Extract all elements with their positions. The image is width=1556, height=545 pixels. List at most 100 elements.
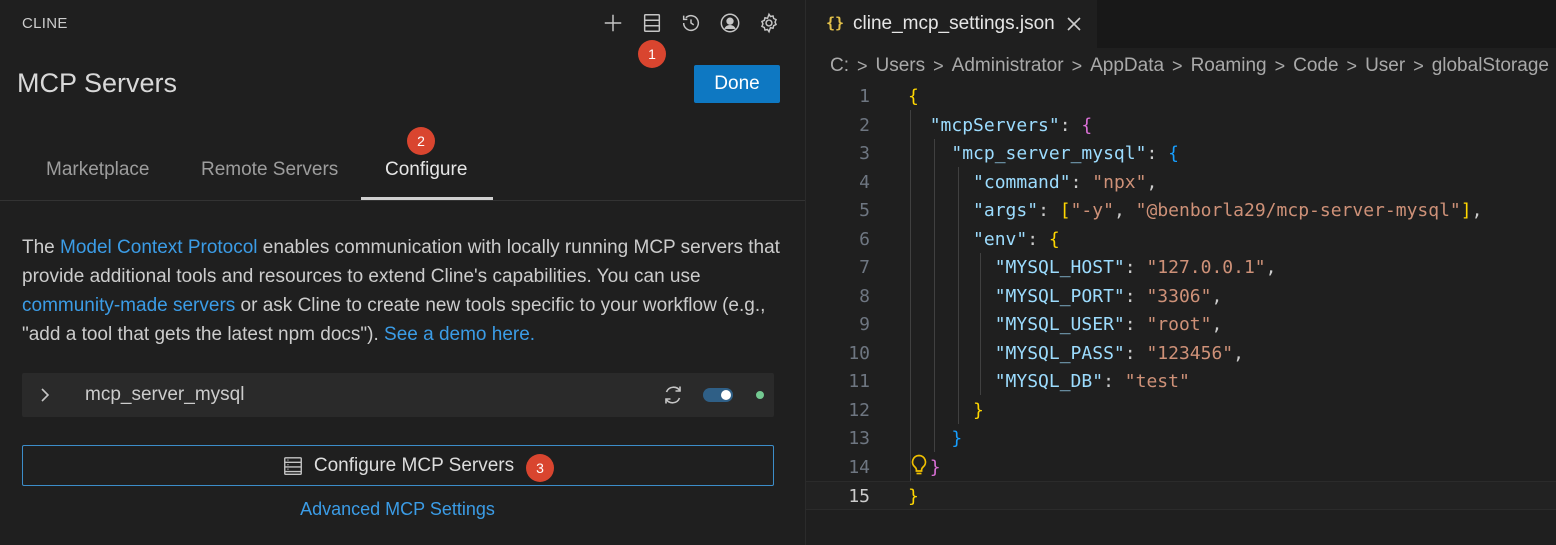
breadcrumb-item[interactable]: Administrator — [951, 55, 1064, 76]
code-line: 12 } — [806, 396, 1556, 425]
code-text: "mcpServers": { — [929, 114, 1093, 136]
server-icon[interactable] — [637, 10, 667, 36]
description-text: or ask Cline to create new tools specifi… — [22, 295, 766, 345]
tab-divider — [0, 200, 805, 201]
gear-icon[interactable] — [754, 10, 784, 36]
advanced-mcp-settings-link[interactable]: Advanced MCP Settings — [300, 499, 495, 519]
line-number: 14 — [848, 456, 870, 478]
code-text: "MYSQL_PASS": "123456", — [994, 342, 1244, 364]
refresh-icon[interactable] — [661, 383, 685, 407]
code-line: 1 { — [806, 82, 1556, 111]
code-text: "env": { — [973, 228, 1060, 250]
top-toolbar — [598, 10, 793, 36]
breadcrumb-item[interactable]: C: — [830, 55, 849, 76]
history-icon[interactable] — [676, 10, 706, 36]
chevron-right-icon: > — [1071, 55, 1083, 76]
editor-panel: {} cline_mcp_settings.json C: > Users > Ad… — [806, 0, 1556, 545]
line-number: 4 — [859, 171, 870, 193]
server-enable-toggle[interactable] — [703, 388, 733, 402]
step-marker-3: 3 — [526, 454, 554, 482]
code-text: "MYSQL_USER": "root", — [994, 314, 1223, 335]
breadcrumb-item[interactable]: User — [1365, 55, 1406, 76]
server-icon — [282, 455, 304, 477]
line-number: 6 — [859, 228, 870, 250]
tab-bar: Marketplace Remote Servers Configure — [22, 145, 805, 201]
code-text: "mcp_server_mysql": { — [951, 143, 1179, 164]
breadcrumb: C: > Users > Administrator > AppData > Roami… — [830, 55, 1556, 77]
breadcrumb-item[interactable]: Users — [875, 55, 926, 76]
code-text: } — [973, 399, 984, 421]
chevron-right-icon[interactable] — [36, 384, 54, 406]
code-text: "command": "npx", — [973, 171, 1158, 193]
breadcrumb-item[interactable]: AppData — [1090, 55, 1165, 76]
panel-divider — [805, 0, 806, 545]
code-text: } — [929, 456, 941, 478]
description-text: enables communication with locally runni… — [22, 237, 780, 287]
done-button[interactable]: Done — [694, 65, 780, 103]
lightbulb-icon[interactable] — [908, 453, 930, 477]
line-number: 7 — [859, 257, 870, 278]
line-number: 5 — [859, 200, 870, 221]
code-line: 11 "MYSQL_DB": "test" — [806, 367, 1556, 396]
editor-tab-filename: cline_mcp_settings.json — [853, 13, 1055, 34]
line-number: 12 — [848, 399, 870, 421]
description-text: The — [22, 237, 61, 258]
code-text: "args": ["-y", "@benborla29/mcp-server-m… — [973, 200, 1483, 221]
line-number: 11 — [848, 371, 870, 392]
code-line: 6 "env": { — [806, 225, 1556, 254]
breadcrumb-item[interactable]: globalStorage — [1431, 55, 1549, 76]
mcp-protocol-link[interactable]: Model Context Protocol — [60, 237, 258, 258]
active-tab-indicator — [361, 197, 493, 200]
code-line: 13 } — [806, 424, 1556, 453]
line-number: 9 — [859, 314, 870, 335]
plus-icon[interactable] — [598, 10, 628, 36]
community-servers-link[interactable]: community-made servers — [22, 295, 236, 316]
code-line: 4 "command": "npx", — [806, 168, 1556, 197]
editor-tab-strip: {} cline_mcp_settings.json — [806, 0, 1556, 48]
line-number: 1 — [859, 86, 870, 107]
editor-tab-settings-json[interactable]: {} cline_mcp_settings.json — [806, 0, 1097, 48]
tab-remote-servers[interactable]: Remote Servers — [201, 159, 339, 180]
indent-guide — [980, 253, 981, 395]
step-marker-2: 2 — [407, 127, 435, 155]
description: The Model Context Protocol enables commu… — [22, 233, 782, 349]
code-line: 7 "MYSQL_HOST": "127.0.0.1", — [806, 253, 1556, 282]
code-line: 2 "mcpServers": { — [806, 111, 1556, 140]
app-title: CLINE — [22, 15, 68, 32]
demo-link[interactable]: See a demo here. — [384, 324, 536, 345]
code-text: "MYSQL_HOST": "127.0.0.1", — [994, 257, 1277, 278]
tab-configure[interactable]: Configure — [385, 159, 468, 180]
code-text: } — [951, 428, 963, 449]
chevron-right-icon: > — [1413, 55, 1424, 76]
code-line-current: 15 } — [806, 481, 1556, 510]
chevron-right-icon: > — [933, 55, 944, 76]
breadcrumb-item[interactable]: Roaming — [1190, 55, 1267, 76]
chevron-right-icon: > — [857, 55, 868, 76]
page-title: MCP Servers — [17, 68, 178, 98]
indent-guide — [958, 167, 959, 424]
breadcrumb-item[interactable]: Code — [1293, 55, 1339, 76]
line-number: 8 — [859, 285, 870, 307]
code-text: "MYSQL_DB": "test" — [994, 371, 1190, 392]
code-line: 8 "MYSQL_PORT": "3306", — [806, 282, 1556, 311]
code-line: 3 "mcp_server_mysql": { — [806, 139, 1556, 168]
configure-mcp-servers-button[interactable]: Configure MCP Servers — [22, 445, 774, 486]
chevron-right-icon: > — [1274, 55, 1286, 76]
chevron-right-icon: > — [1346, 55, 1358, 76]
indent-guide — [934, 139, 935, 452]
cline-panel: CLINE 1 MCP Servers Done 2 Marketplace R… — [0, 10, 805, 519]
server-status-dot — [756, 391, 764, 399]
json-file-icon: {} — [826, 14, 845, 32]
step-marker-1: 1 — [638, 40, 666, 68]
code-text: { — [908, 86, 919, 107]
indent-guide — [910, 110, 911, 481]
close-icon[interactable] — [1064, 13, 1084, 35]
server-row[interactable]: mcp_server_mysql — [22, 373, 774, 417]
code-line: 5 "args": ["-y", "@benborla29/mcp-server… — [806, 196, 1556, 225]
code-line: 14 } — [806, 453, 1556, 482]
account-icon[interactable] — [715, 10, 745, 36]
tab-marketplace[interactable]: Marketplace — [46, 159, 150, 180]
toggle-knob — [721, 390, 731, 400]
line-number: 13 — [848, 428, 870, 449]
line-number: 15 — [848, 486, 870, 507]
